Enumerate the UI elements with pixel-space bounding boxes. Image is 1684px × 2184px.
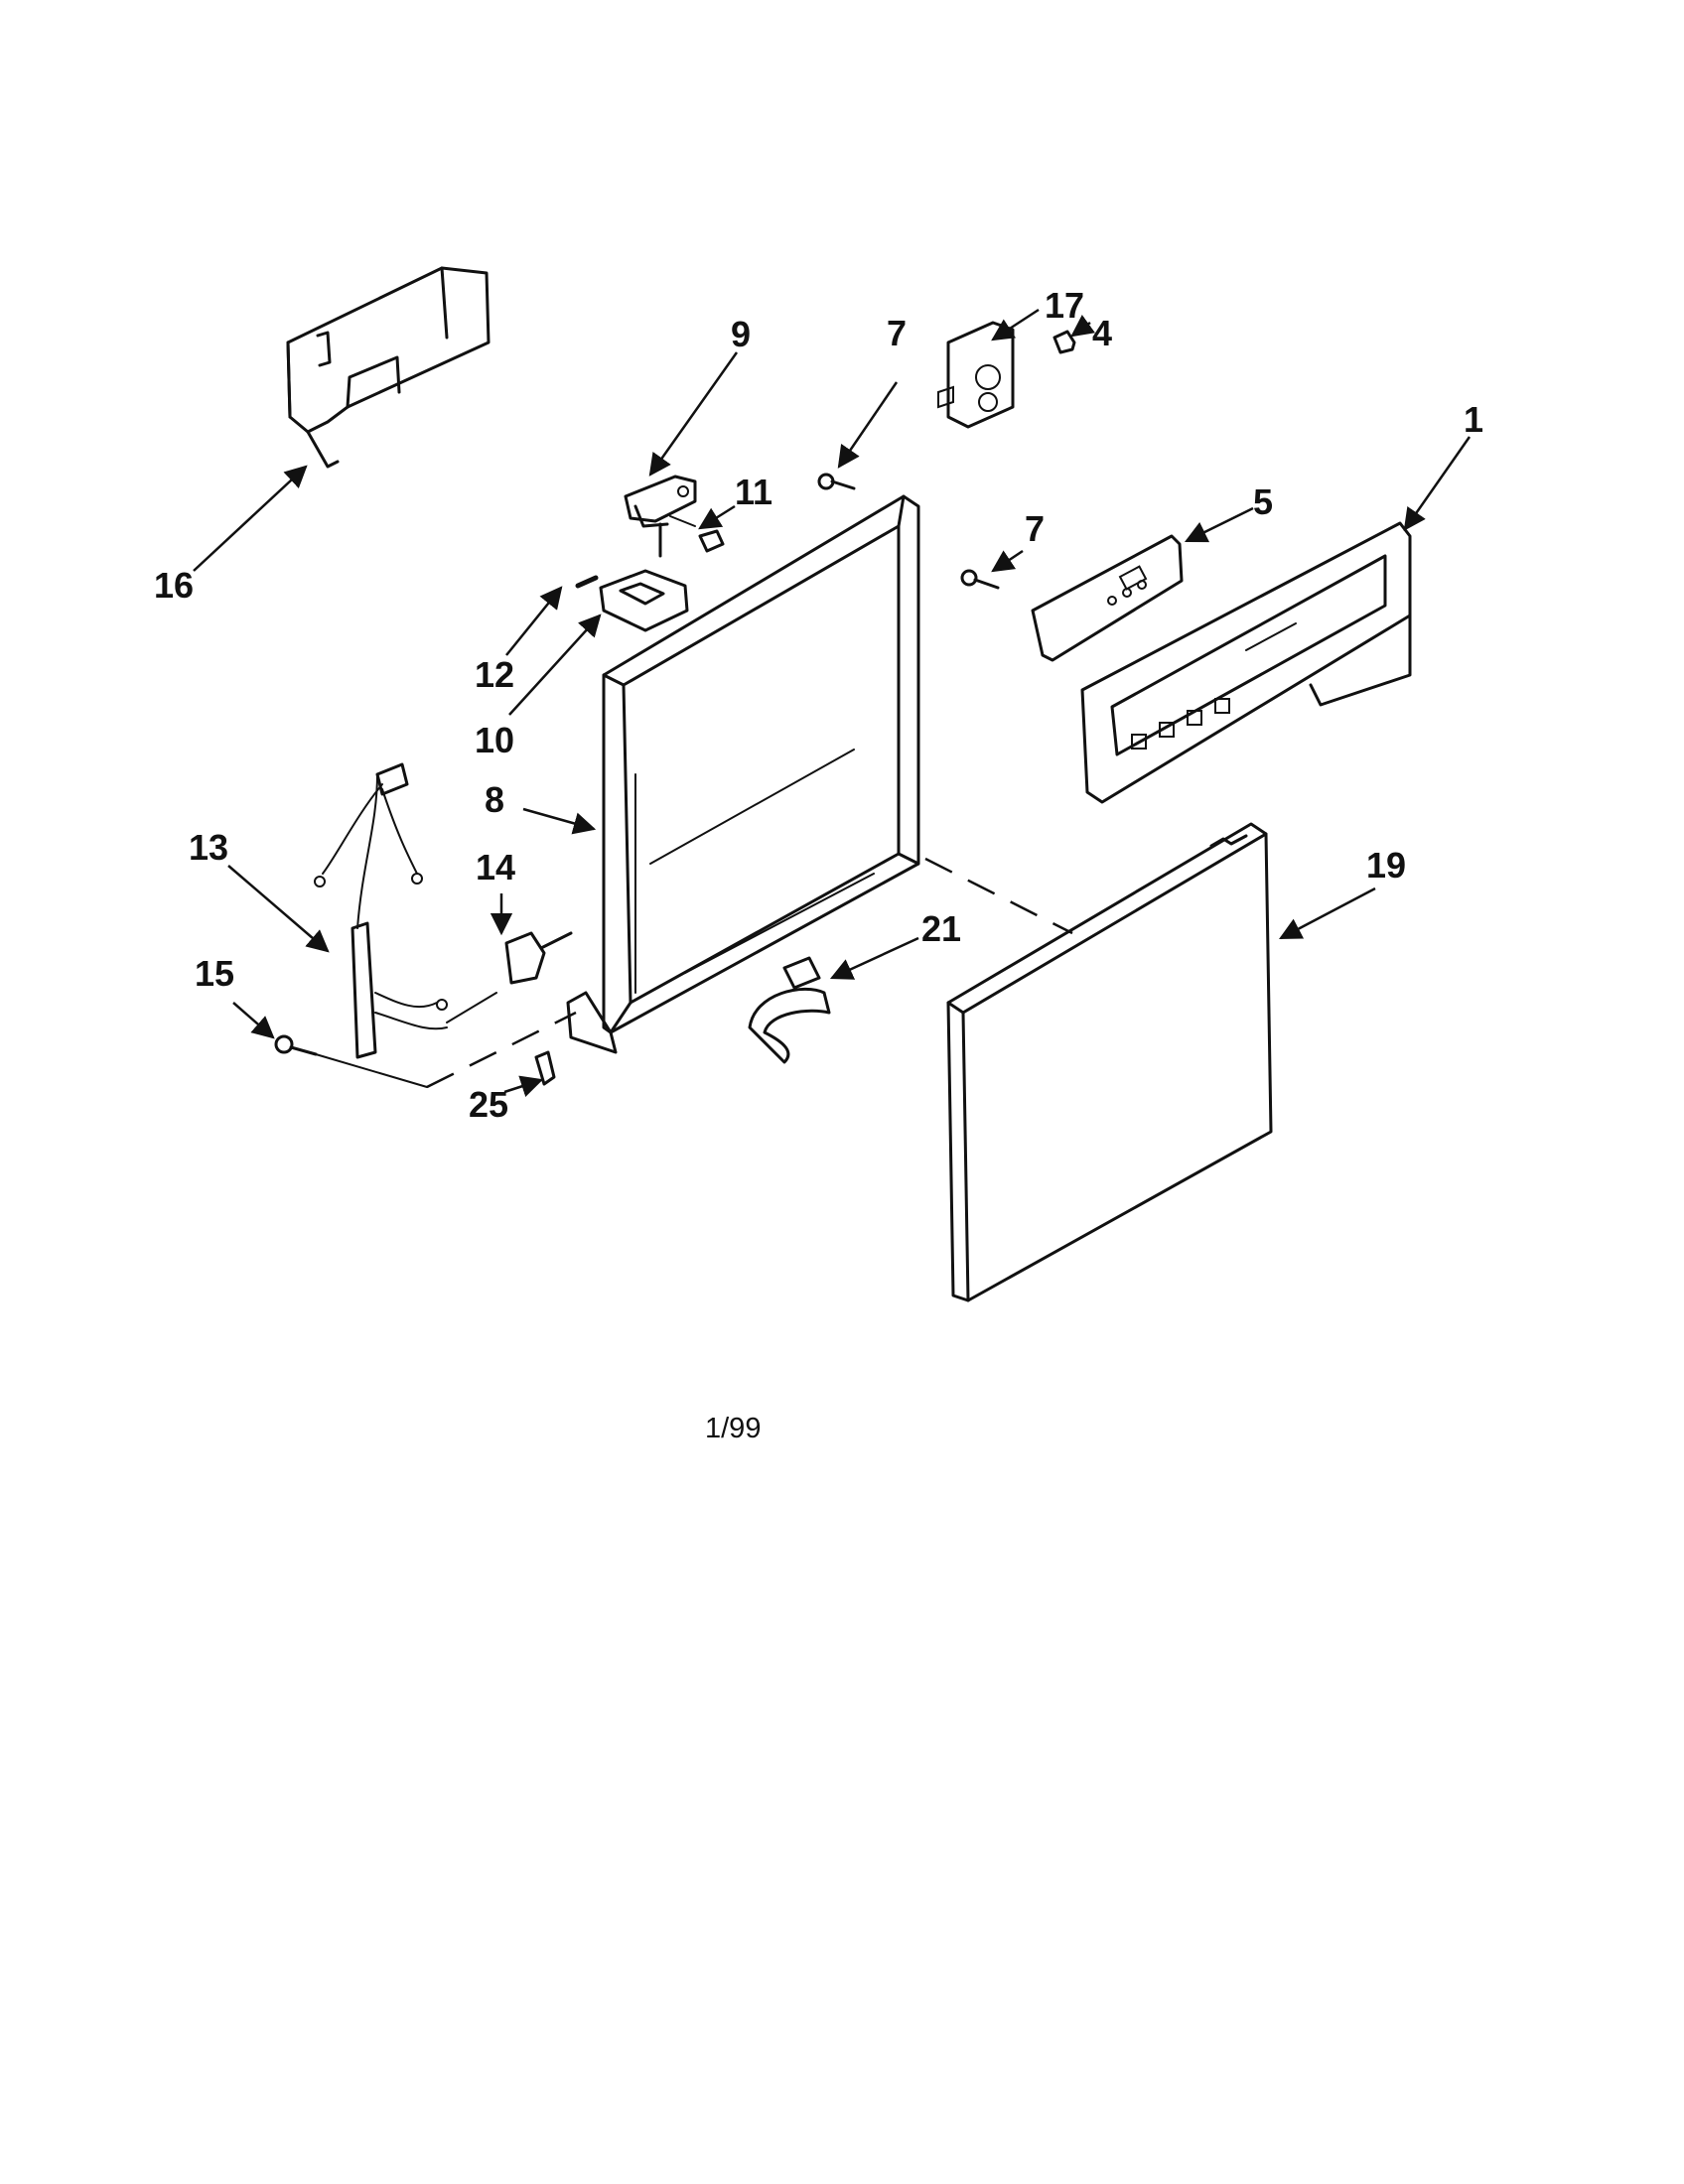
part-11-latch-clip bbox=[669, 515, 725, 553]
alignment-line bbox=[924, 857, 1073, 935]
callout-8: 8 bbox=[485, 779, 504, 820]
callout-15: 15 bbox=[195, 953, 234, 994]
callout-16: 16 bbox=[154, 565, 194, 606]
part-5-ui-board bbox=[1031, 534, 1184, 662]
part-21-strap bbox=[748, 956, 831, 1064]
callout-17: 17 bbox=[1045, 285, 1084, 326]
revision-date: 1/99 bbox=[705, 1413, 761, 1444]
part-10-latch-housing bbox=[599, 569, 689, 632]
callout-14: 14 bbox=[476, 847, 515, 887]
callout-5: 5 bbox=[1253, 481, 1273, 522]
part-13-wire-harness bbox=[314, 762, 448, 1059]
part-1-control-panel bbox=[1080, 521, 1412, 804]
part-7-screw-upper bbox=[817, 473, 856, 490]
part-7-screw-lower bbox=[960, 569, 1000, 590]
part-15-screw bbox=[274, 1034, 318, 1056]
alignment-line bbox=[426, 1011, 577, 1089]
part-25-clip bbox=[534, 1050, 556, 1086]
leader-lines bbox=[193, 308, 1472, 1097]
part-16-cover bbox=[286, 266, 491, 469]
callout-4: 4 bbox=[1092, 313, 1112, 353]
part-9-latch bbox=[624, 475, 697, 558]
assembly-line bbox=[315, 1053, 428, 1088]
callout-labels: 1 4 5 7 7 8 9 10 11 12 13 14 15 16 17 19… bbox=[154, 285, 1483, 1125]
callout-1: 1 bbox=[1464, 399, 1483, 440]
callout-19: 19 bbox=[1366, 845, 1406, 886]
callout-7-upper: 7 bbox=[887, 313, 907, 353]
callout-10: 10 bbox=[475, 720, 514, 760]
assembly-line bbox=[446, 992, 497, 1024]
part-17-switch bbox=[937, 321, 1015, 429]
part-19-door-panel bbox=[946, 822, 1273, 1302]
part-14-connector bbox=[504, 931, 573, 985]
callout-7-lower: 7 bbox=[1025, 508, 1045, 549]
part-4-knob bbox=[1052, 330, 1076, 354]
callout-11: 11 bbox=[735, 472, 772, 512]
callout-12: 12 bbox=[475, 654, 514, 695]
part-8-door-frame bbox=[566, 494, 920, 1054]
callout-21: 21 bbox=[921, 908, 961, 949]
callout-25: 25 bbox=[469, 1084, 508, 1125]
callout-9: 9 bbox=[731, 314, 751, 354]
part-12-spring bbox=[575, 575, 599, 589]
callout-13: 13 bbox=[189, 827, 228, 868]
